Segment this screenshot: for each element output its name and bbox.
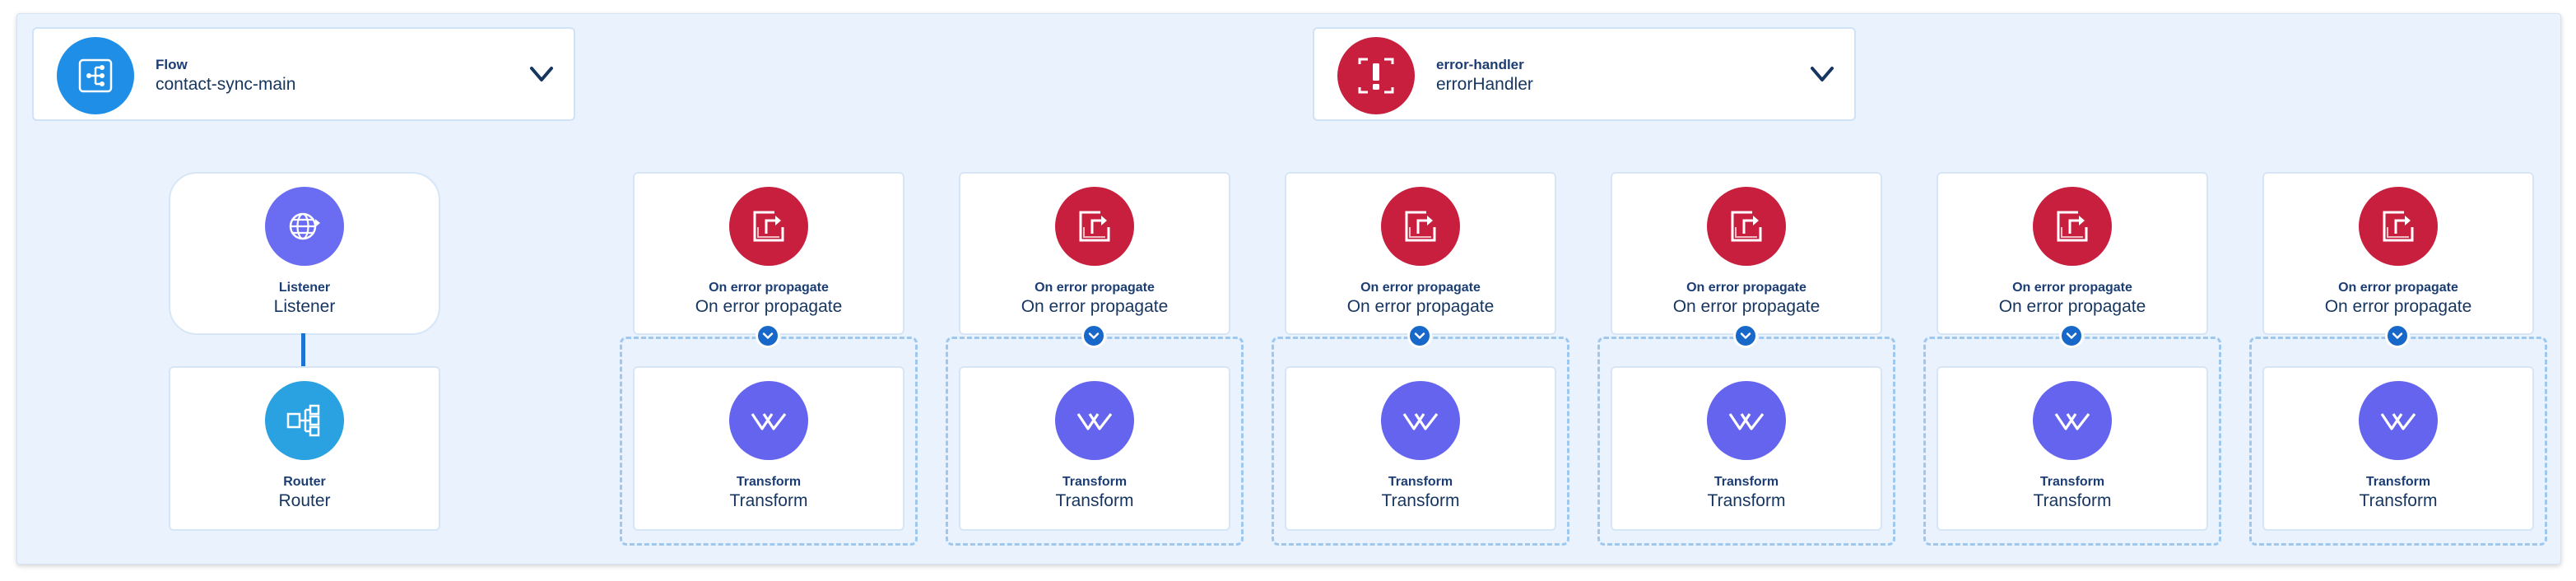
chevron-down-icon[interactable] [756,323,780,348]
transform-icon [2033,381,2112,460]
transform-name: Transform [1381,491,1460,510]
transform-icon [2359,381,2438,460]
on-error-propagate-component[interactable]: On error propagate On error propagate [1937,172,2208,335]
flow-scope-name: contact-sync-main [156,75,296,94]
on-error-propagate-component[interactable]: On error propagate On error propagate [2262,172,2534,335]
propagate-arrow-icon [1381,187,1460,266]
on-error-propagate-name: On error propagate [1998,297,2146,316]
transform-icon [1707,381,1786,460]
propagate-arrow-icon [1707,187,1786,266]
chevron-down-icon[interactable] [1808,60,1836,88]
flow-tree-icon [57,37,134,114]
error-exclamation-icon [1337,37,1415,114]
transform-icon [729,381,808,460]
transform-name: Transform [1055,491,1134,510]
error-scope-name: errorHandler [1436,75,1533,94]
error-handler-scope-header[interactable]: error-handler errorHandler [1313,27,1856,121]
on-error-propagate-type: On error propagate [1360,281,1481,295]
transform-component[interactable]: Transform Transform [1611,366,1882,531]
transform-name: Transform [729,491,808,510]
transform-component[interactable]: Transform Transform [633,366,904,531]
transform-type: Transform [736,475,802,489]
listener-component[interactable]: Listener Listener [169,172,440,335]
transform-icon [1055,381,1134,460]
on-error-propagate-component[interactable]: On error propagate On error propagate [633,172,904,335]
on-error-propagate-name: On error propagate [695,297,843,316]
on-error-propagate-component[interactable]: On error propagate On error propagate [1285,172,1556,335]
flow-scope-header[interactable]: Flow contact-sync-main [32,27,575,121]
transform-icon [1381,381,1460,460]
router-type: Router [283,475,326,489]
listener-type: Listener [278,281,331,295]
transform-component[interactable]: Transform Transform [959,366,1230,531]
transform-component[interactable]: Transform Transform [1937,366,2208,531]
router-component[interactable]: Router Router [169,366,440,531]
transform-name: Transform [2359,491,2438,510]
on-error-propagate-type: On error propagate [709,281,829,295]
flow-connector-line [301,333,305,366]
on-error-propagate-name: On error propagate [1672,297,1820,316]
propagate-arrow-icon [1055,187,1134,266]
globe-listener-icon [265,187,344,266]
on-error-propagate-name: On error propagate [1021,297,1169,316]
transform-component[interactable]: Transform Transform [1285,366,1556,531]
chevron-down-icon[interactable] [1081,323,1106,348]
propagate-arrow-icon [729,187,808,266]
on-error-propagate-component[interactable]: On error propagate On error propagate [1611,172,1882,335]
flow-canvas: Flow contact-sync-main error-handler err… [16,13,2561,565]
on-error-propagate-name: On error propagate [1346,297,1495,316]
transform-type: Transform [2039,475,2105,489]
transform-type: Transform [1062,475,1128,489]
chevron-down-icon[interactable] [2385,323,2410,348]
router-name: Router [278,491,331,510]
on-error-propagate-type: On error propagate [1035,281,1155,295]
listener-name: Listener [273,297,336,316]
transform-type: Transform [1388,475,1453,489]
transform-name: Transform [2033,491,2112,510]
on-error-propagate-component[interactable]: On error propagate On error propagate [959,172,1230,335]
flow-scope-type: Flow [156,57,188,72]
propagate-arrow-icon [2359,187,2438,266]
transform-type: Transform [1713,475,1779,489]
propagate-arrow-icon [2033,187,2112,266]
router-branch-icon [265,381,344,460]
chevron-down-icon[interactable] [528,60,556,88]
on-error-propagate-type: On error propagate [2338,281,2458,295]
on-error-propagate-name: On error propagate [2324,297,2472,316]
chevron-down-icon[interactable] [1733,323,1758,348]
transform-type: Transform [2365,475,2431,489]
error-scope-type: error-handler [1436,57,1524,72]
on-error-propagate-type: On error propagate [2012,281,2132,295]
on-error-propagate-type: On error propagate [1686,281,1806,295]
chevron-down-icon[interactable] [1407,323,1432,348]
transform-name: Transform [1707,491,1786,510]
chevron-down-icon[interactable] [2059,323,2084,348]
transform-component[interactable]: Transform Transform [2262,366,2534,531]
